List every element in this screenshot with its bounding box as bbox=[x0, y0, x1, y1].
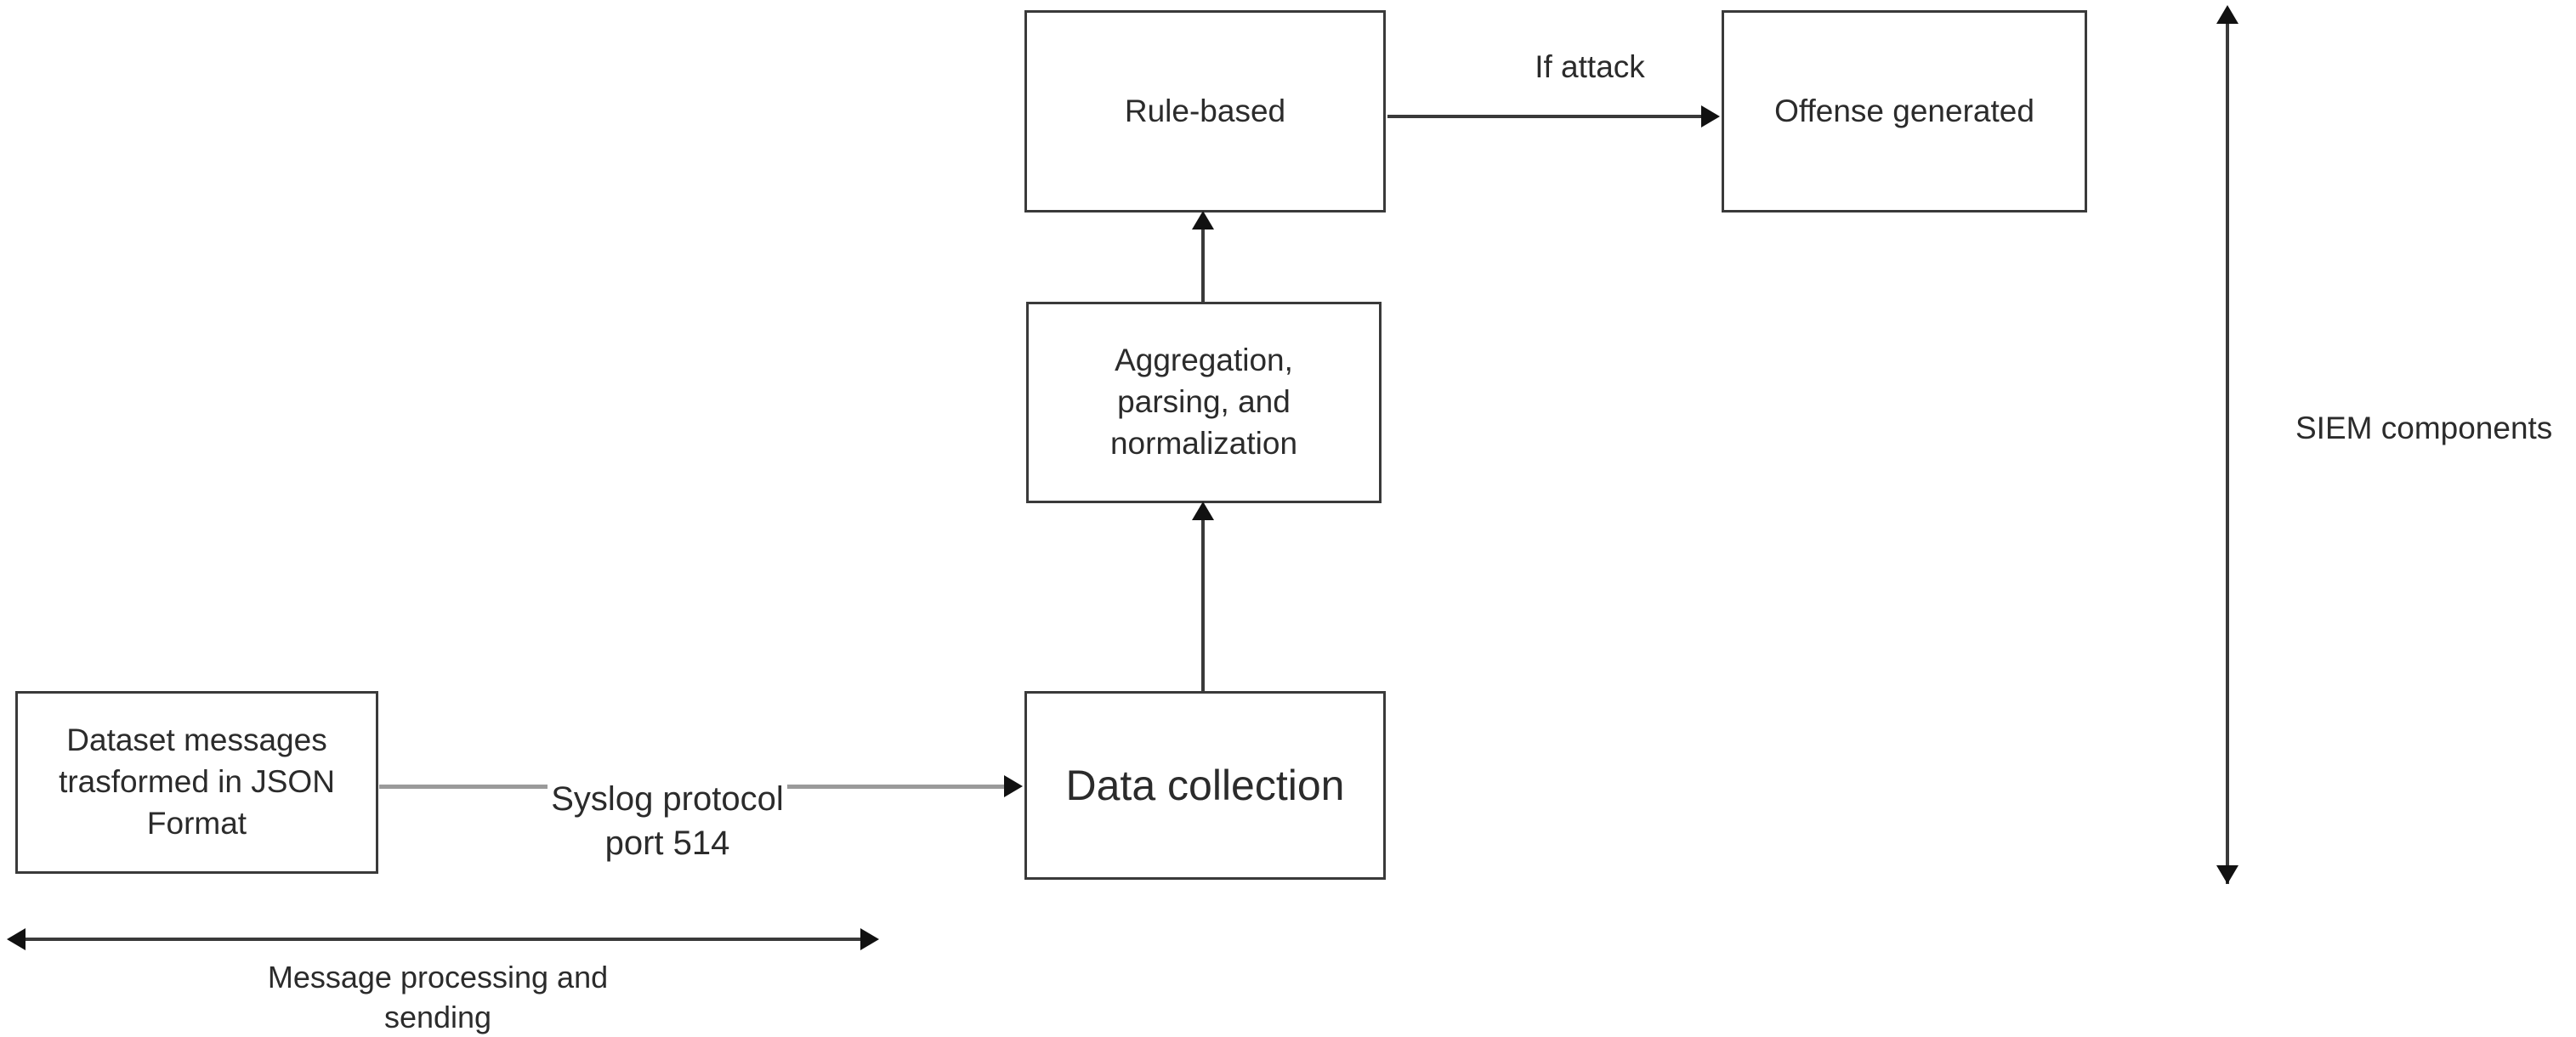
node-data-collection[interactable]: Data collection bbox=[1024, 691, 1386, 880]
arrowhead-right-icon bbox=[860, 928, 879, 950]
node-data-collection-label: Data collection bbox=[1065, 762, 1345, 809]
node-dataset-messages[interactable]: Dataset messages trasformed in JSON Form… bbox=[15, 691, 378, 874]
message-processing-bracket bbox=[20, 938, 866, 941]
arrowhead-left-icon bbox=[7, 928, 26, 950]
edge-label-if-attack: If attack bbox=[1535, 49, 1645, 84]
arrowhead-right-icon bbox=[1701, 105, 1720, 128]
diagram-canvas: Rule-based Offense generated Aggregation… bbox=[7, 5, 2553, 1034]
edge-aggregation-to-rule-based bbox=[1201, 214, 1205, 303]
annotation-message-processing: Message processing and sending bbox=[238, 918, 638, 1037]
arrowhead-down-icon bbox=[2216, 865, 2238, 884]
arrowhead-up-icon bbox=[1192, 211, 1214, 230]
node-aggregation[interactable]: Aggregation, parsing, and normalization bbox=[1026, 302, 1382, 503]
node-offense-generated-label: Offense generated bbox=[1774, 93, 2034, 128]
siem-components-bracket bbox=[2226, 17, 2229, 884]
annotation-message-processing-text: Message processing and sending bbox=[238, 957, 638, 1037]
edge-label-syslog: Syslog protocol port 514 bbox=[502, 733, 833, 865]
edge-data-collection-to-aggregation bbox=[1201, 505, 1205, 693]
annotation-siem-components: SIEM components bbox=[2295, 411, 2553, 445]
node-dataset-messages-label: Dataset messages trasformed in JSON Form… bbox=[59, 722, 335, 841]
arrowhead-up-icon bbox=[2216, 5, 2238, 24]
edge-label-syslog-text: Syslog protocol port 514 bbox=[548, 777, 787, 865]
node-aggregation-label: Aggregation, parsing, and normalization bbox=[1109, 343, 1298, 461]
node-rule-based[interactable]: Rule-based bbox=[1024, 10, 1386, 212]
arrowhead-up-icon bbox=[1192, 502, 1214, 520]
node-rule-based-label: Rule-based bbox=[1124, 93, 1286, 128]
edge-rule-based-to-offense bbox=[1387, 115, 1705, 118]
arrowhead-right-icon bbox=[1004, 775, 1023, 797]
node-offense-generated[interactable]: Offense generated bbox=[1722, 10, 2087, 212]
